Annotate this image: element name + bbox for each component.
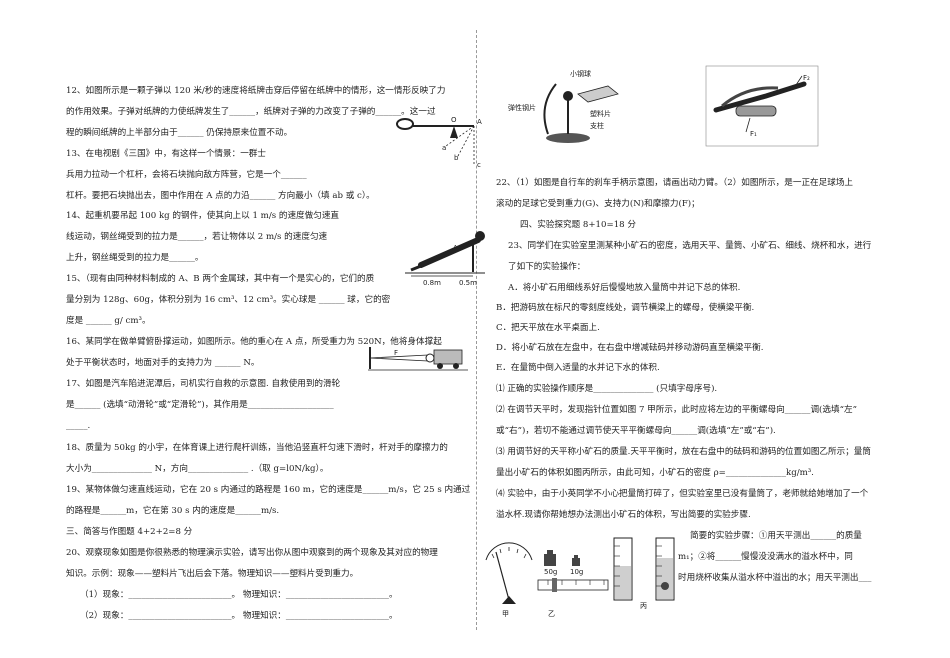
- pushup-label-a: A: [453, 244, 458, 252]
- fig21-plate-label: 塑料片: [590, 109, 611, 118]
- part-4-line-2: 溢水杯.现请你帮她想办法测出小矿石的体积，写出简要的实验步骤.: [496, 510, 751, 520]
- q20-line-3: （1）现象：________________________。 物理知识：___…: [80, 590, 398, 600]
- q15-line-2: 量分别为 128g、60g，体积分别为 16 cm³、12 cm³。实心球是 _…: [66, 295, 391, 305]
- step-c: C．把天平放在水平桌面上.: [496, 323, 600, 333]
- step-a: A．将小矿石用细线系好后慢慢地放入量筒中并记下总的体积.: [508, 283, 741, 293]
- part-2-line-2: 或“右”)，若切不能通过调节使天平平衡螺母向______调(选填“左”或“右”)…: [496, 426, 776, 436]
- measuring-cylinder-figure: 丙: [613, 537, 675, 610]
- q22-line-2: 滚动的足球它受到重力(G)、支持力(N)和摩擦力(F)；: [496, 199, 700, 209]
- section-4-heading: 四、实验探究题 8+10=18 分: [520, 220, 636, 230]
- q20-line-2: 知识。示例：现象——塑料片飞出后会下落。物理知识——塑料片受到重力。: [66, 569, 359, 579]
- column-divider: [476, 30, 477, 630]
- pushup-figure: A 0.8m 0.5m: [405, 231, 485, 287]
- car-pulley-figure: F: [368, 347, 468, 371]
- q13-line-1: 13、在电视剧《三国》中，有这样一个情景：一群士: [66, 149, 266, 159]
- q17-line-3: _____.: [66, 421, 91, 431]
- q13-line-3: 杠杆。要把石块抛出去，图中作用在 A 点的力沿______ 方向最小（填 ab …: [66, 191, 375, 201]
- lever-label-b-dir: b: [454, 154, 459, 162]
- fig21-post-label: 支柱: [590, 121, 604, 130]
- section-3-heading: 三、简答与作图题 4+2+2=8 分: [66, 527, 193, 537]
- car-pulley-label-f: F: [394, 349, 398, 357]
- part-1: ⑴ 正确的实验操作顺序是______________ (只填字母序号).: [496, 384, 718, 394]
- q19-line-2: 的路程是______m，它在第 30 s 内的速度是______m/s.: [66, 506, 280, 516]
- q13-line-2: 兵用力拉动一个杠杆，会将石块抛向敌方阵营，它是一个______: [66, 170, 307, 180]
- q17-line-1: 17、如图是汽车陷进泥潭后，司机实行自救的示意图. 自救使用到的滑轮: [66, 379, 341, 389]
- q23-line-1: 23、同学们在实验室里测某种小矿石的密度，选用天平、量筒、小矿石、细线、烧杯和水…: [508, 241, 872, 251]
- brake-handle-figure: F₂ F₁: [705, 65, 819, 147]
- q20-line-1: 20、观察现象如图是你很熟悉的物理演示实验，请写出你从图中观察到的两个现象及其对…: [66, 548, 438, 558]
- pushup-distance-2: 0.5m: [459, 279, 477, 287]
- weight-10g-label: 10g: [570, 568, 583, 576]
- q12-line-3: 程的瞬间纸牌的上半部分由于______ 仍保持原来位置不动。: [66, 128, 293, 138]
- q19-line-1: 19、某物体做匀速直线运动，它在 20 s 内通过的路程是 160 m，它的速度…: [66, 485, 471, 495]
- q14-line-2: 线运动，钢丝绳受到的拉力是______，若让物体以 2 m/s 的速度匀速: [66, 232, 328, 242]
- q15-line-1: 15、（现有由同种材料制成的 A、B 两个金属球，其中有一个是实心的，它们的质: [66, 274, 375, 284]
- lever-label-a: A: [477, 118, 482, 126]
- q18-line-1: 18、质量为 50kg 的小宇，在体育课上进行爬杆训练，当他沿竖直杆匀速下滑时，…: [66, 443, 448, 453]
- fig-label-yi: 乙: [548, 610, 555, 618]
- q15-line-3: 度是 ______ g/ cm³。: [66, 316, 151, 326]
- q14-line-3: 上升，钢丝绳受到的拉力是______。: [66, 253, 204, 263]
- weights-figure: 50g 10g 乙: [537, 550, 609, 618]
- fig-label-bing: 丙: [640, 602, 647, 610]
- q20-line-4: （2）现象：________________________。 物理知识：___…: [80, 611, 398, 621]
- lever-label-o: O: [451, 116, 457, 124]
- q18-line-2: 大小为______________ N，方向______________ .（取…: [66, 464, 329, 474]
- step-b: B．把游码放在标尺的零刻度线处，调节横梁上的螺母，使横梁平衡.: [496, 303, 755, 313]
- pushup-distance-1: 0.8m: [423, 279, 441, 287]
- part-5-line-2: m₁；②将______慢慢没没满水的溢水杯中，同: [678, 552, 853, 562]
- q14-line-1: 14、起重机要吊起 100 kg 的钢件，使其向上以 1 m/s 的速度做匀速直: [66, 211, 340, 221]
- fig21-spring-label: 弹性钢片: [508, 103, 536, 112]
- part-5-line-1: 简要的实验步骤：①用天平测出______的质量: [690, 531, 862, 541]
- q17-line-2: 是______ (选填“动滑轮”或“定滑轮”)，其作用是____________…: [66, 400, 334, 410]
- part-5-line-3: 时用烧杯收集从溢水杯中溢出的水；用天平测出___: [678, 573, 872, 583]
- q22-line-1: 22、（1）如图是自行车的刹车手柄示意图，请画出动力臂。（2）如图所示，是一正在…: [496, 178, 854, 188]
- inertia-demo-figure: 小钢球 塑料片 弹性钢片 支柱: [508, 69, 619, 143]
- lever-label-a-dir: a: [442, 144, 446, 152]
- q12-line-1: 12、如图所示是一颗子弹以 120 米/秒的速度将纸牌击穿后停留在纸牌中的情形，…: [66, 86, 446, 96]
- q23-line-2: 了如下的实验操作：: [508, 262, 586, 272]
- weight-50g-label: 50g: [544, 568, 557, 576]
- brake-label-f1: F₁: [750, 130, 757, 138]
- brake-label-f2: F₂: [803, 74, 810, 82]
- q16-line-1: 16、某同学在做单臂俯卧撑运动，如图所示。他的重心在 A 点，所受重力为 520…: [66, 337, 442, 347]
- lever-figure: O A a b c: [396, 116, 482, 169]
- part-3-line-2: 量出小矿石的体积如图丙所示，由此可知，小矿石的密度 ρ=____________…: [496, 468, 814, 478]
- step-e: E．在量筒中倒入适量的水并记下水的体积.: [496, 363, 660, 373]
- part-2-line-1: ⑵ 在调节天平时，发现指针位置如图 7 甲所示，此时应将左边的平衡螺母向____…: [496, 405, 857, 415]
- fig-label-jia: 甲: [502, 610, 509, 618]
- step-d: D．将小矿石放在左盘中，在右盘中增减砝码并移动游码直至横梁平衡.: [496, 343, 764, 353]
- part-3-line-1: ⑶ 用调节好的天平称小矿石的质量.天平平衡时，放在右盘中的砝码和游码的位置如图乙…: [496, 447, 871, 457]
- fig21-ball-label: 小钢球: [570, 69, 591, 78]
- part-4-line-1: ⑷ 实验中，由于小英同学不小心把量筒打碎了，但实验室里已没有量筒了，老师就给她增…: [496, 489, 869, 499]
- lever-label-c-dir: c: [477, 161, 481, 169]
- balance-pointer-figure: 甲: [485, 542, 533, 618]
- q16-line-2: 处于平衡状态时，地面对手的支持力为 ______ N。: [66, 358, 260, 368]
- q12-line-2: 的作用效果。子弹对纸牌的力使纸牌发生了______，纸牌对子弹的力改变了子弹的_…: [66, 107, 436, 117]
